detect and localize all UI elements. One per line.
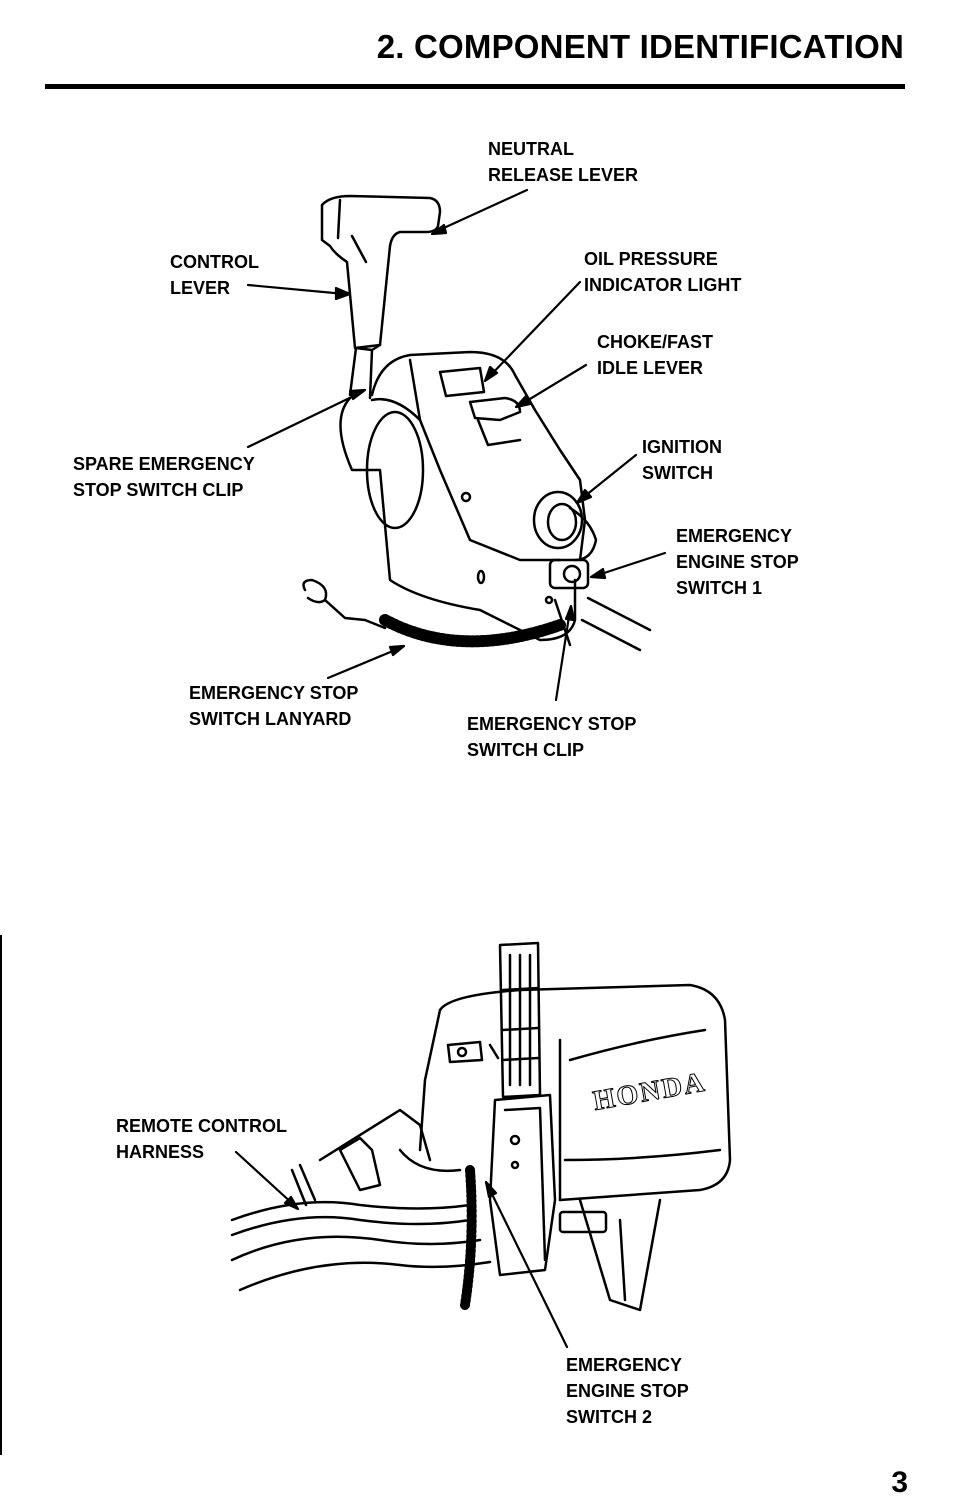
page-number: 3 <box>891 1466 908 1499</box>
page-title: 2. COMPONENT IDENTIFICATION <box>376 28 904 65</box>
honda-logo: HONDA <box>591 1067 709 1117</box>
title-divider <box>45 84 905 89</box>
page-edge-mark <box>0 935 2 1455</box>
remote-control-box-illustration <box>246 188 667 702</box>
